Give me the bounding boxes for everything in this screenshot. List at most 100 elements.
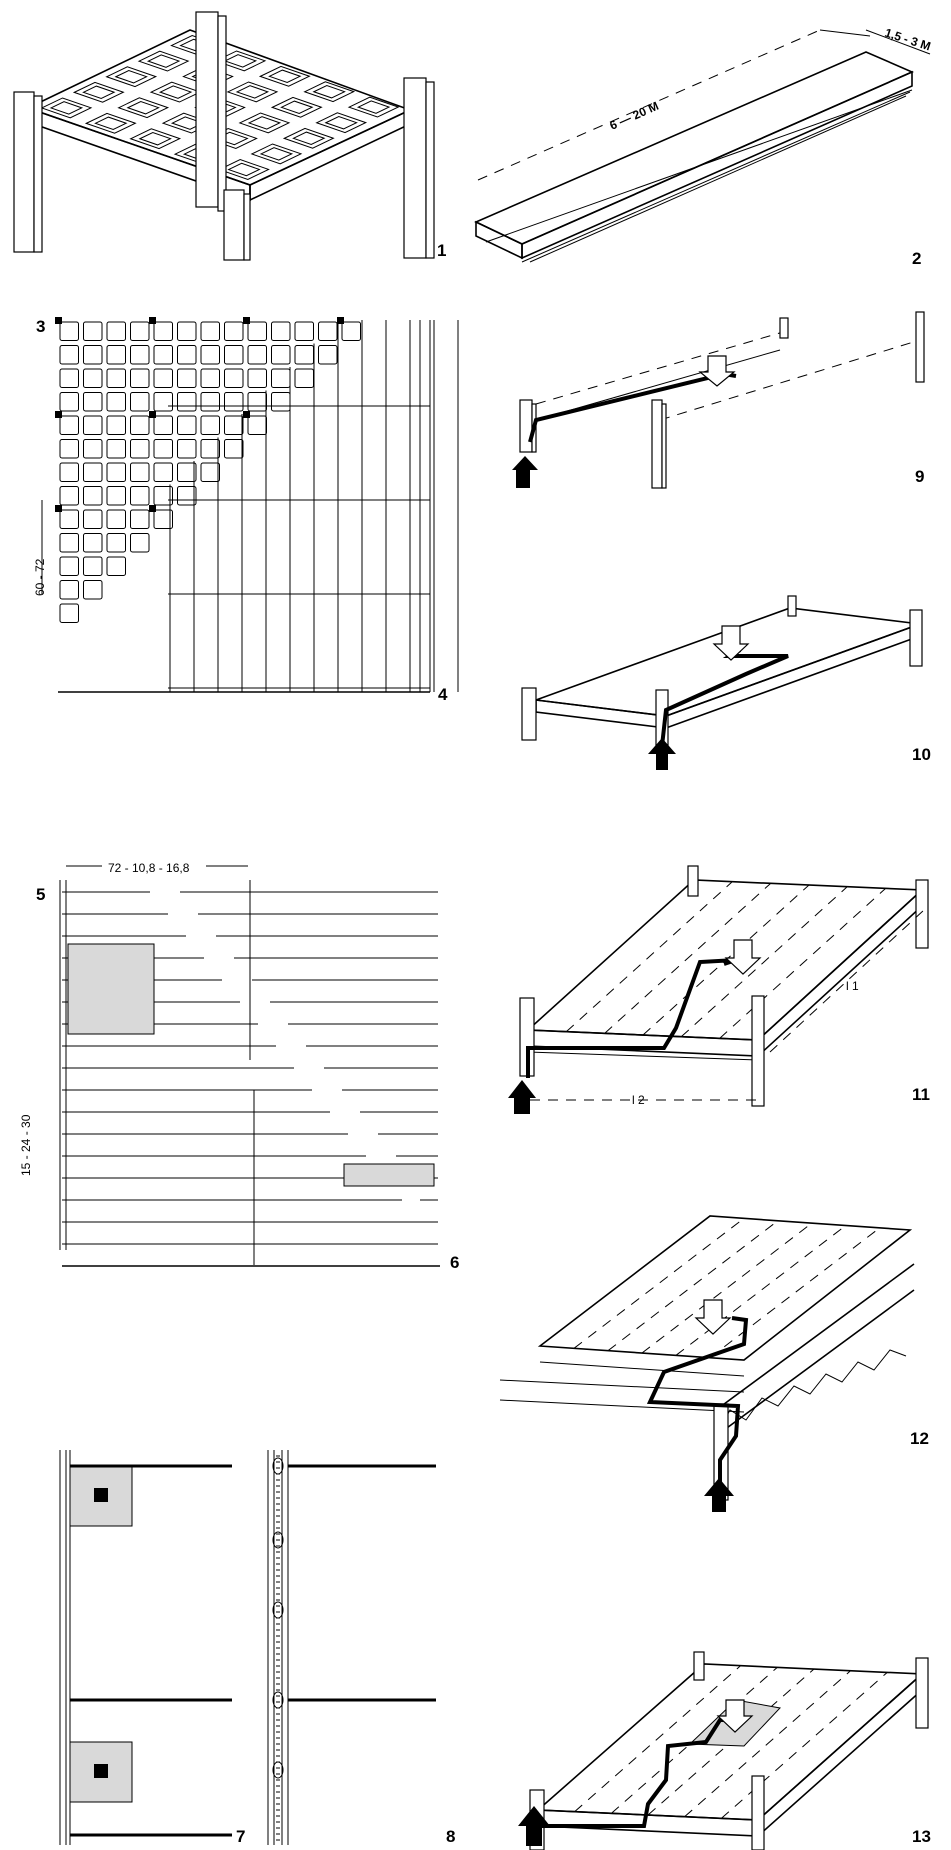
coffer-cell — [83, 415, 103, 435]
coffer-cell — [153, 439, 173, 459]
coffer — [226, 81, 279, 103]
figure-10-load-path: 10 — [521, 595, 931, 770]
coffer-cell — [106, 321, 126, 341]
module-dimension: 60 - 72 — [33, 558, 47, 596]
load-arrow-down — [712, 625, 750, 661]
plank-width-dimension-plan: 15 - 24 - 30 — [19, 1114, 33, 1176]
coffer-inner — [292, 131, 326, 146]
coffer-inner — [146, 54, 181, 68]
shaded-plank-group — [67, 943, 155, 1035]
span-l1: l 1 — [846, 979, 859, 993]
coffer-cell — [177, 368, 197, 388]
coffer-cell — [130, 321, 150, 341]
coffer-cell — [224, 439, 244, 459]
coffer-cell — [200, 392, 220, 412]
coffer — [315, 112, 368, 134]
figure-12-number: 12 — [910, 1429, 929, 1448]
column-marker — [149, 411, 156, 418]
coffer-cell — [130, 345, 150, 365]
coffer-cell — [59, 368, 79, 388]
column-marker — [55, 317, 62, 324]
coffer-inner — [114, 69, 148, 84]
coffer — [117, 97, 170, 119]
plank-length-dimension: 6 — 20 M — [608, 99, 661, 133]
coffer-cell — [153, 345, 173, 365]
coffer — [40, 97, 93, 119]
coffer-inner — [94, 116, 128, 131]
coffer-cell — [200, 415, 220, 435]
column-left — [13, 91, 43, 253]
figure-12-truss-load-path: 12 — [499, 1215, 929, 1512]
coffer-cell — [83, 462, 103, 482]
coffer-inner — [259, 147, 294, 161]
coffer-cell — [59, 533, 79, 553]
coffer-cell — [83, 439, 103, 459]
coffer-cell — [106, 439, 126, 459]
coffer-cell — [153, 486, 173, 506]
load-arrow-down — [716, 1699, 754, 1733]
coffer-inner — [82, 85, 116, 100]
coffer-inner — [126, 100, 160, 115]
coffer — [129, 128, 182, 150]
coffer-cell — [83, 533, 103, 553]
coffer-cell — [106, 392, 126, 412]
coffer-inner — [324, 115, 358, 130]
coffer-cell — [83, 580, 103, 600]
coffer-cell — [130, 533, 150, 553]
column-marker — [149, 505, 156, 512]
span-l2: l 2 — [632, 1093, 645, 1107]
coffer-cell — [106, 556, 126, 576]
figure-11-number: 11 — [912, 1085, 930, 1104]
coffer-inner — [138, 131, 172, 146]
coffer-cell — [271, 368, 291, 388]
coffer-cell — [59, 509, 79, 529]
coffer-cell — [59, 415, 79, 435]
coffer-cell — [177, 462, 197, 482]
figure-3-4-grid-plan: 3 4 60 - 72 — [33, 317, 459, 704]
figure-7-number: 7 — [236, 1827, 245, 1846]
coffer-cell — [130, 509, 150, 529]
coffer-inner — [235, 85, 270, 99]
coffer-cell — [224, 415, 244, 435]
coffer-cell — [59, 486, 79, 506]
coffer-cell — [224, 392, 244, 412]
coffer-inner — [356, 100, 391, 114]
coffer-cell — [271, 321, 291, 341]
coffer-cell — [200, 321, 220, 341]
coffer-cell — [153, 368, 173, 388]
figure-11-load-path: l 1 l 2 11 — [508, 865, 930, 1114]
coffer — [250, 143, 303, 165]
coffer — [303, 81, 356, 103]
coffer-cell — [106, 533, 126, 553]
coffer — [137, 50, 190, 72]
shaded-plank — [343, 1163, 435, 1187]
coffer-inner — [268, 69, 302, 84]
coffer-cell — [200, 345, 220, 365]
coffer-cell — [294, 368, 314, 388]
coffer-cell — [106, 368, 126, 388]
column-marker — [149, 317, 156, 324]
coffer-cell — [59, 345, 79, 365]
figure-10-number: 10 — [912, 745, 931, 764]
coffer-cell — [59, 392, 79, 412]
load-arrow-down — [698, 355, 736, 387]
coffer — [84, 112, 137, 134]
figure-13-load-path: 13 — [518, 1651, 931, 1850]
coffer-cell — [224, 321, 244, 341]
load-arrow-down — [724, 939, 762, 975]
figure-7-column-detail: 7 — [59, 1450, 245, 1846]
coffer-cell — [130, 368, 150, 388]
coffer-cell — [177, 392, 197, 412]
load-arrow-down — [694, 1299, 732, 1335]
column-back — [223, 189, 251, 261]
figure-9-load-path: 9 — [512, 311, 925, 489]
coffer-inner — [227, 162, 261, 177]
coffer-cell — [318, 345, 338, 365]
coffer-cell — [106, 509, 126, 529]
coffer-cell — [177, 486, 197, 506]
coffer-cell — [106, 415, 126, 435]
figure-4-number: 4 — [438, 685, 448, 704]
plank-lines-plan — [59, 880, 440, 1267]
column-marker — [243, 411, 250, 418]
